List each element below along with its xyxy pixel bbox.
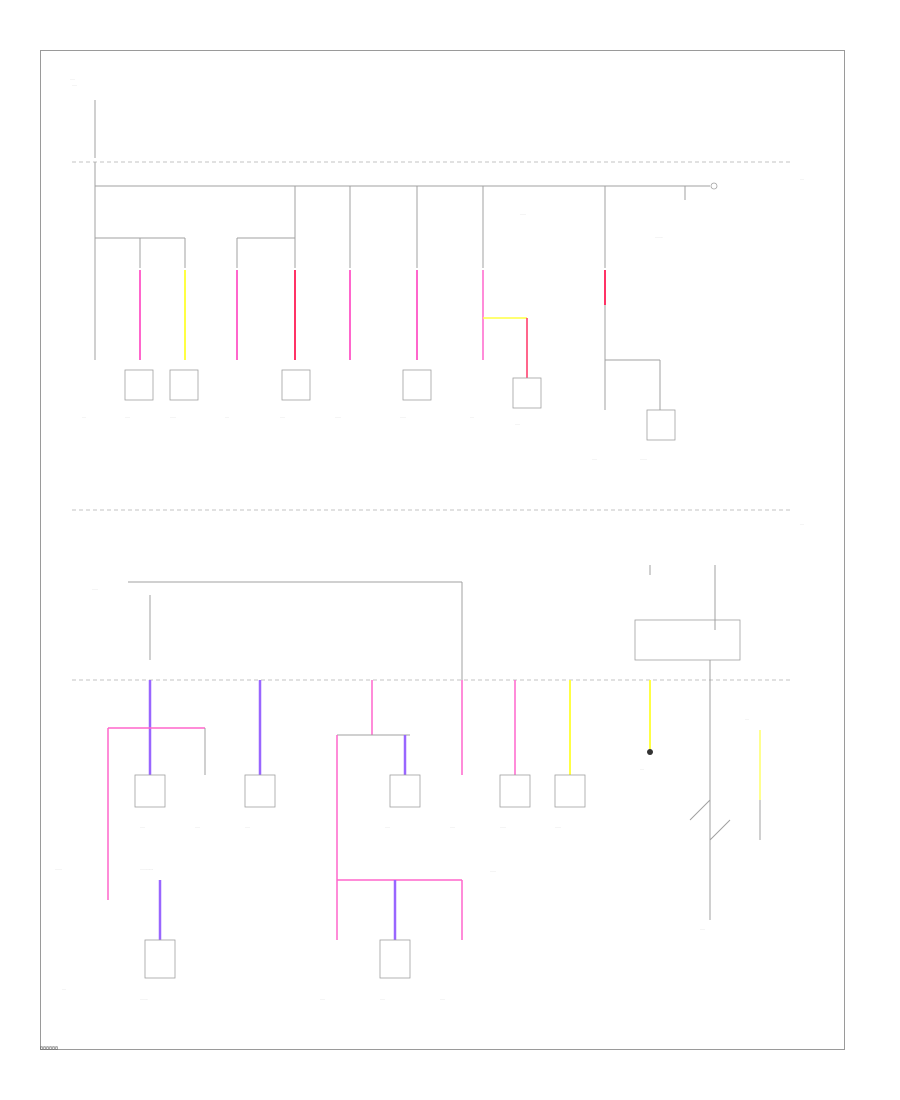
svg-text:····: ···· <box>800 522 804 526</box>
svg-text:········: ········ <box>655 235 663 239</box>
svg-text:····: ···· <box>82 415 86 419</box>
bottom-source: ······ <box>92 581 463 680</box>
svg-text:·····: ····· <box>592 457 597 461</box>
svg-text:·····: ····· <box>700 927 705 931</box>
svg-text:·····: ····· <box>72 83 77 87</box>
svg-text:····: ···· <box>640 767 644 771</box>
svg-text:····: ···· <box>225 415 229 419</box>
svg-text:·····: ····· <box>195 825 200 829</box>
top-components <box>124 369 676 441</box>
svg-text:·······: ······· <box>640 457 647 461</box>
svg-text:·····: ····· <box>380 997 385 1001</box>
svg-text:·····: ····· <box>280 415 285 419</box>
svg-text:·····: ····· <box>440 997 445 1001</box>
top-labels: ···· ····· ······ ···· ····· ······ ····… <box>82 177 804 461</box>
top-power-source: ····· ····· <box>70 77 96 158</box>
top-bus-connector <box>710 182 718 190</box>
svg-text:····: ···· <box>745 717 749 721</box>
svg-text:······: ······ <box>500 825 506 829</box>
svg-text:······: ······ <box>490 869 496 873</box>
svg-text:·····: ····· <box>515 422 520 426</box>
svg-text:····: ···· <box>470 415 474 419</box>
relay-box <box>634 619 741 661</box>
diagram-frame <box>40 50 845 1050</box>
svg-text:······: ······ <box>92 587 98 591</box>
svg-text:·····: ····· <box>320 997 325 1001</box>
relay-feeds <box>649 565 716 880</box>
top-colored-wires <box>139 270 661 410</box>
svg-text:····: ···· <box>800 177 804 181</box>
svg-text:······: ······ <box>170 415 176 419</box>
footer-code: 000000 <box>40 1046 59 1052</box>
bottom-colored-wires <box>107 680 761 940</box>
svg-text:······: ······ <box>520 212 526 216</box>
svg-text:·····: ····· <box>70 77 75 81</box>
switch-symbols <box>689 799 761 920</box>
svg-text:··············: ·············· <box>140 867 153 871</box>
svg-text:·····: ····· <box>140 825 145 829</box>
svg-text:·······: ······· <box>55 867 62 871</box>
svg-text:·····: ····· <box>450 825 455 829</box>
svg-text:·····: ····· <box>125 415 130 419</box>
svg-text:·····: ····· <box>385 825 390 829</box>
svg-text:······: ······ <box>335 415 341 419</box>
top-fuse-drops <box>94 186 686 360</box>
svg-text:·····: ····· <box>245 825 250 829</box>
svg-text:········: ········ <box>140 997 148 1001</box>
svg-text:····: ···· <box>62 987 66 991</box>
bottom-labels: ····· ····· ····· ····· ····· ······ ···… <box>55 522 804 1001</box>
svg-text:······: ······ <box>555 825 561 829</box>
bottom-components <box>134 749 653 979</box>
svg-text:······: ······ <box>400 415 406 419</box>
